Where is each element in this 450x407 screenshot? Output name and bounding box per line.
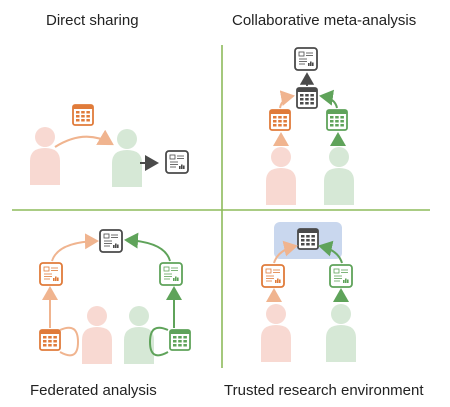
report-icon — [329, 264, 353, 288]
orange-tre-arrow — [273, 240, 298, 264]
report-icon — [261, 264, 285, 288]
panel-title-trusted-research-environment: Trusted research environment — [224, 382, 424, 399]
table-icon — [269, 109, 291, 131]
orange-to-central-arrow — [279, 90, 295, 109]
table-icon — [326, 109, 348, 131]
orange-loop — [59, 326, 80, 357]
person-icon — [30, 127, 60, 185]
person-icon — [261, 304, 291, 362]
table-icon — [169, 329, 191, 351]
report-icon — [99, 229, 123, 253]
table-icon — [296, 87, 318, 109]
share-arrow — [54, 129, 114, 148]
report-icon — [165, 150, 189, 174]
table-icon — [72, 104, 94, 126]
panel-trusted-research-environment — [261, 222, 356, 362]
person-icon — [266, 147, 296, 205]
person-icon — [82, 306, 112, 364]
panel-direct-sharing — [30, 104, 189, 187]
green-result-arrow — [124, 232, 171, 262]
panel-title-federated-analysis: Federated analysis — [30, 382, 157, 399]
table-icon — [39, 329, 61, 351]
table-icon — [297, 228, 319, 250]
green-to-central-arrow — [319, 89, 338, 109]
report-icon — [39, 262, 63, 286]
report-icon — [159, 262, 183, 286]
panel-collaborative-meta-analysis — [266, 47, 354, 205]
panel-federated-analysis — [39, 229, 191, 364]
green-loop — [148, 326, 169, 357]
green-tre-arrow — [318, 240, 343, 264]
person-icon — [124, 306, 154, 364]
person-icon — [324, 147, 354, 205]
report-icon — [294, 47, 318, 71]
panel-title-direct-sharing: Direct sharing — [46, 12, 139, 29]
person-icon — [112, 129, 142, 187]
person-icon — [326, 304, 356, 362]
panel-title-collaborative-meta-analysis: Collaborative meta-analysis — [232, 12, 417, 29]
orange-result-arrow — [51, 233, 99, 262]
